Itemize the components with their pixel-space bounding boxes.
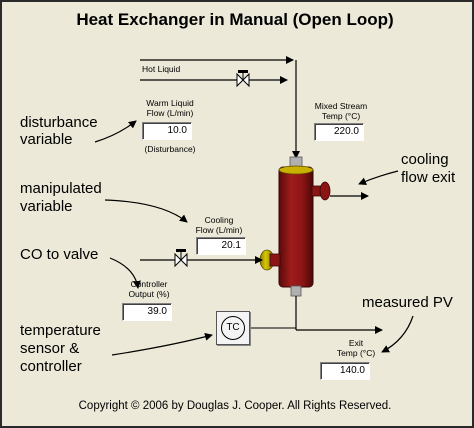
disturbance-note: (Disturbance) — [144, 144, 196, 154]
copyright-notice: Copyright © 2006 by Douglas J. Cooper. A… — [78, 400, 392, 412]
exit-temp-label-2: Temp (°C) — [336, 348, 376, 358]
vessel-bottom-nozzle — [290, 285, 302, 297]
measured-pv-arrow — [381, 315, 414, 353]
exit-temp-readout: 140.0 — [320, 362, 370, 380]
exit-temp-label-1: Exit — [348, 338, 364, 348]
warm-liquid-valve — [236, 70, 250, 88]
warm-liquid-label-2: Flow (L/min) — [146, 108, 194, 118]
warm-liquid-label-1: Warm Liquid — [146, 98, 194, 108]
cooling-exit-callout-2: flow exit — [401, 169, 456, 186]
cooling-flow-label-1: Cooling — [204, 215, 234, 225]
warm-liquid-flow-readout: 10.0 — [142, 122, 192, 140]
cooling-flow-label-2: Flow (L/min) — [195, 225, 243, 235]
controller-output-readout[interactable]: 39.0 — [122, 303, 172, 321]
hot-liquid-label: Hot Liquid — [142, 64, 181, 74]
mixed-stream-temp-readout: 220.0 — [314, 123, 364, 141]
controller-output-label-1: Controller — [130, 279, 168, 289]
cooling-inlet-nozzle — [259, 249, 281, 271]
diagram-title: Heat Exchanger in Manual (Open Loop) — [76, 10, 394, 29]
manipulated-callout-2: variable — [20, 198, 73, 215]
manipulated-callout-1: manipulated — [20, 180, 102, 197]
cooling-exit-nozzle — [311, 181, 331, 201]
cooling-control-valve — [174, 249, 188, 268]
mixed-stream-label-2: Temp (°C) — [321, 111, 361, 121]
sensor-callout-1: temperature — [20, 322, 101, 339]
disturbance-callout-1: disturbance — [20, 114, 98, 131]
sensor-callout-2: sensor & — [20, 340, 80, 357]
disturbance-arrow — [94, 120, 137, 143]
temperature-controller[interactable]: TC — [216, 311, 250, 345]
manipulated-arrow — [104, 199, 188, 223]
sensor-callout-3: controller — [20, 358, 82, 375]
cooling-exit-callout-1: cooling — [401, 151, 449, 168]
mixed-stream-label-1: Mixed Stream — [314, 101, 368, 111]
co-arrow — [109, 257, 141, 289]
disturbance-callout-2: variable — [20, 131, 73, 148]
cooling-exit-arrow — [358, 170, 399, 185]
heat-exchanger-vessel — [278, 166, 314, 288]
sensor-arrow — [111, 332, 213, 356]
tc-symbol: TC — [221, 316, 245, 340]
measured-pv-callout: measured PV — [362, 294, 453, 311]
controller-output-label-2: Output (%) — [128, 289, 170, 299]
cooling-flow-readout: 20.1 — [196, 237, 246, 255]
co-to-valve-callout: CO to valve — [20, 246, 99, 263]
